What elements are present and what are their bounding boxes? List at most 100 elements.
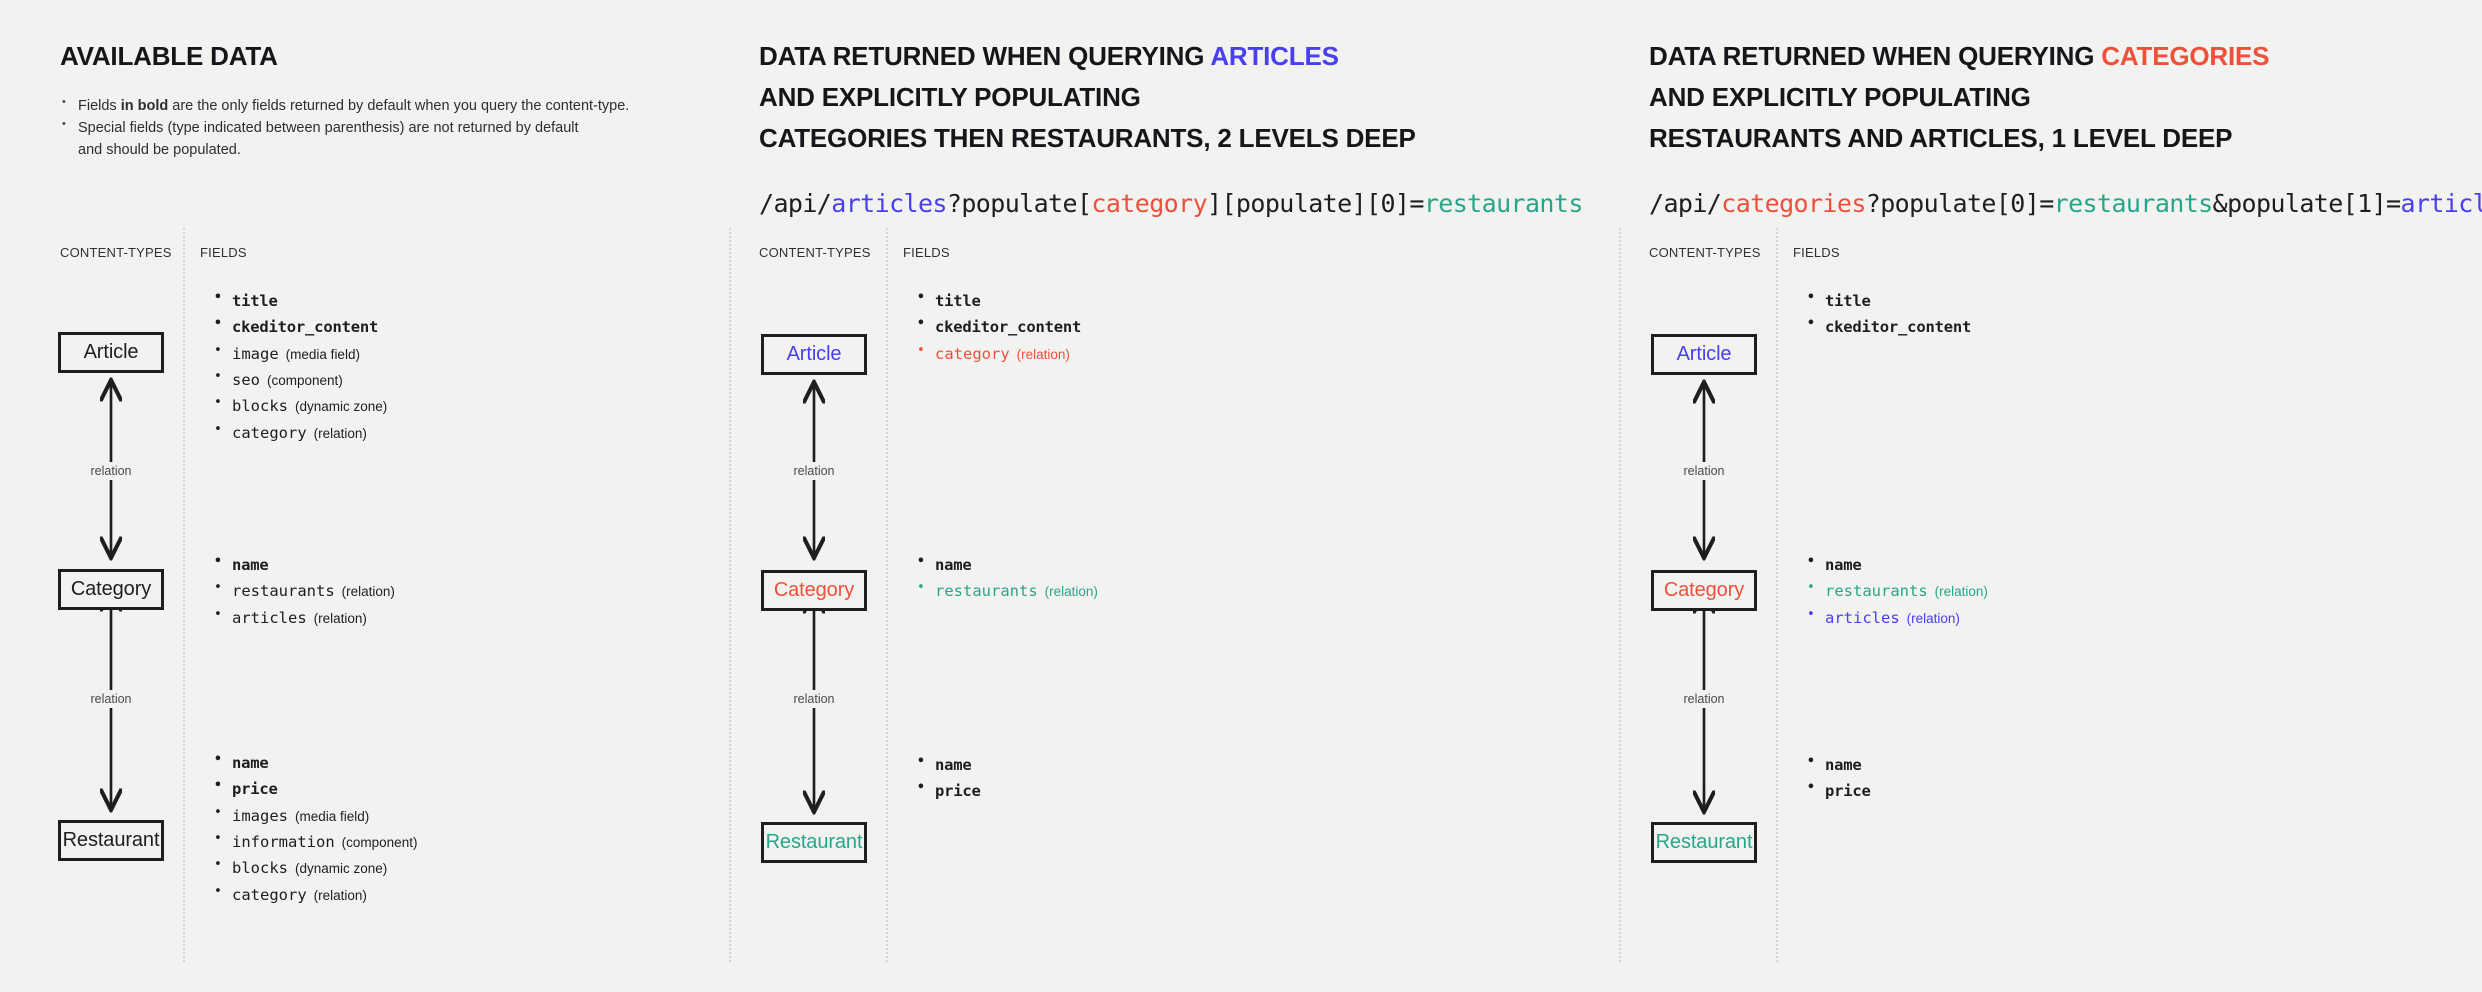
- fields-restaurant: name price: [1803, 751, 1871, 805]
- node-restaurant[interactable]: Restaurant: [1651, 822, 1757, 863]
- field-type: (relation): [1044, 584, 1098, 600]
- node-article[interactable]: Article: [58, 332, 164, 373]
- field-item: images (media field): [210, 802, 417, 829]
- field-item: name: [913, 751, 981, 778]
- panel-2-column-labels: CONTENT-TYPES FIELDS: [731, 245, 1621, 265]
- relation-label-1: relation: [84, 462, 138, 480]
- label-content-types: CONTENT-TYPES: [60, 245, 172, 260]
- panel-3-api-endpoint: /api/categories?populate[0]=restaurants&…: [1649, 189, 2482, 218]
- field-type: (relation): [341, 584, 395, 600]
- field-type: (media field): [285, 346, 360, 362]
- field-name: ckeditor_content: [1825, 318, 1972, 337]
- node-category[interactable]: Category: [1651, 570, 1757, 611]
- field-type: (relation): [313, 425, 367, 441]
- field-type: (dynamic zone): [295, 399, 388, 415]
- field-item: ckeditor_content: [210, 313, 387, 340]
- fields-category-list: name restaurants (relation): [913, 551, 1098, 605]
- panel-2-title-line-2: AND EXPLICITLY POPULATING: [759, 82, 1141, 113]
- fields-category-list: name restaurants(relation) articles(rela…: [1803, 551, 1988, 631]
- legend-text-post: are the only fields returned by default …: [168, 98, 630, 115]
- panel-3-header: DATA RETURNED WHEN QUERYING CATEGORIES A…: [1649, 36, 2482, 218]
- field-item: restaurants (relation): [913, 577, 1098, 604]
- api-segment: ][populate][0]=: [1207, 189, 1424, 219]
- fields-article: title ckeditor_content: [1803, 287, 1972, 341]
- relation-label-2: relation: [1677, 690, 1731, 708]
- relation-label-2: relation: [787, 690, 841, 708]
- node-category[interactable]: Category: [761, 570, 867, 611]
- api-segment: /api/: [759, 189, 832, 219]
- field-item: blocks(dynamic zone): [210, 854, 417, 881]
- fields-restaurant: name price images (media field) informati…: [210, 749, 418, 908]
- field-item: ckeditor_content: [913, 313, 1082, 340]
- api-segment: ?populate[0]=: [1865, 189, 2054, 219]
- api-segment: &populate[1]=: [2212, 189, 2401, 219]
- panel-querying-categories: DATA RETURNED WHEN QUERYING CATEGORIES A…: [1621, 0, 2482, 992]
- field-item: name: [210, 749, 417, 776]
- label-content-types: CONTENT-TYPES: [759, 245, 871, 260]
- field-name: restaurants: [935, 582, 1038, 601]
- panel-3-title-line-1: DATA RETURNED WHEN QUERYING CATEGORIES: [1649, 36, 2482, 77]
- field-item: ckeditor_content: [1803, 313, 1972, 340]
- field-name: name: [232, 754, 269, 772]
- fields-restaurant-list: name price: [1803, 751, 1871, 805]
- field-name: ckeditor_content: [232, 318, 379, 337]
- field-type: (media field): [295, 808, 370, 824]
- node-restaurant[interactable]: Restaurant: [58, 820, 164, 861]
- field-item: name: [913, 551, 1098, 578]
- field-item: price: [210, 775, 417, 802]
- fields-article: title ckeditor_content category(relation…: [913, 287, 1082, 367]
- field-name: articles: [232, 608, 307, 627]
- field-item: name: [1803, 751, 1871, 778]
- field-type: (relation): [313, 610, 367, 626]
- fields-category-list: name restaurants(relation) articles(rela…: [210, 551, 395, 631]
- field-type: (relation): [1906, 610, 1960, 626]
- panel-2-header: DATA RETURNED WHEN QUERYING ARTICLES AND…: [759, 36, 1583, 218]
- label-fields: FIELDS: [903, 245, 950, 260]
- field-type: (component): [267, 373, 343, 389]
- field-name: ckeditor_content: [935, 318, 1082, 337]
- field-name: images: [232, 806, 288, 825]
- field-item: title: [210, 287, 387, 314]
- label-fields: FIELDS: [200, 245, 247, 260]
- legend-list: Fields in bold are the only fields retur…: [60, 94, 630, 161]
- field-item: category(relation): [913, 340, 1081, 367]
- panel-3-title-line-2: AND EXPLICITLY POPULATING: [1649, 82, 2031, 113]
- title-highlight-categories: CATEGORIES: [2101, 41, 2270, 71]
- legend-item-special: Special fields (type indicated between p…: [60, 116, 629, 139]
- fields-restaurant: name price: [913, 751, 981, 805]
- relation-label-2: relation: [84, 690, 138, 708]
- field-item: price: [913, 777, 981, 804]
- page-title: AVAILABLE DATA: [60, 41, 278, 71]
- panel-1-inner-divider: [183, 228, 185, 962]
- field-name: category: [232, 885, 307, 904]
- field-item: articles (relation): [210, 604, 395, 631]
- node-article[interactable]: Article: [1651, 334, 1757, 375]
- field-item: category(relation): [210, 881, 417, 908]
- node-category[interactable]: Category: [58, 569, 164, 610]
- field-name: category: [232, 423, 307, 442]
- field-type: (component): [341, 835, 418, 851]
- panel-available-data: AVAILABLE DATA Fields in bold are the on…: [0, 0, 731, 992]
- label-content-types: CONTENT-TYPES: [1649, 245, 1761, 260]
- field-name: price: [935, 782, 981, 801]
- panel-2-title-line-3: CATEGORIES THEN RESTAURANTS, 2 LEVELS DE…: [759, 123, 1416, 154]
- node-restaurant[interactable]: Restaurant: [761, 822, 867, 863]
- api-segment-articles: articles: [831, 189, 947, 219]
- field-type: (dynamic zone): [295, 861, 388, 877]
- field-name: restaurants: [232, 582, 335, 601]
- field-item: blocks(dynamic zone): [210, 392, 388, 419]
- fields-category: name restaurants (relation): [913, 551, 1098, 605]
- panel-3-title-line-3: RESTAURANTS AND ARTICLES, 1 LEVEL DEEP: [1649, 123, 2233, 154]
- field-type: (relation): [1934, 584, 1988, 600]
- title-text: DATA RETURNED WHEN QUERYING: [1649, 41, 2102, 71]
- panel-querying-articles: DATA RETURNED WHEN QUERYING ARTICLES AND…: [731, 0, 1621, 992]
- field-item: information (component): [210, 828, 418, 855]
- field-name: price: [232, 780, 278, 799]
- field-name: restaurants: [1825, 582, 1928, 601]
- fields-restaurant-list: name price images (media field) informati…: [210, 749, 418, 908]
- fields-category: name restaurants(relation) articles(rela…: [1803, 551, 1988, 631]
- node-article[interactable]: Article: [761, 334, 867, 375]
- field-name: information: [232, 833, 335, 852]
- field-type: (relation): [1016, 346, 1070, 362]
